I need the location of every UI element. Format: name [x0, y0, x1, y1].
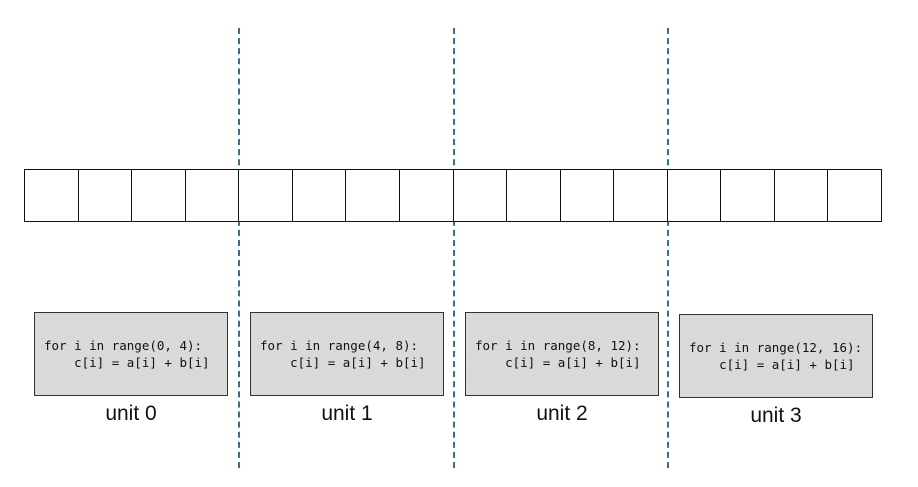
array-cell — [132, 170, 186, 221]
array-cell — [186, 170, 240, 221]
array-cell — [346, 170, 400, 221]
array-cell — [668, 170, 722, 221]
array-cell — [507, 170, 561, 221]
unit-0-label: unit 0 — [105, 402, 157, 425]
unit-3-label: unit 3 — [750, 404, 802, 427]
unit-3-code-line-1: for i in range(12, 16): — [689, 340, 863, 355]
unit-0-code-line-1: for i in range(0, 4): — [44, 338, 203, 353]
array-cell — [614, 170, 668, 221]
array-cell — [25, 170, 79, 221]
unit-1-label: unit 1 — [321, 402, 373, 425]
unit-1-code-line-1: for i in range(4, 8): — [260, 338, 419, 353]
unit-2-label: unit 2 — [536, 402, 588, 425]
array-cell — [775, 170, 829, 221]
array-cell — [454, 170, 508, 221]
array-cell — [400, 170, 454, 221]
unit-0-code-box: for i in range(0, 4): c[i] = a[i] + b[i] — [34, 312, 228, 396]
unit-divider-1 — [238, 28, 240, 468]
unit-1-code-line-2: c[i] = a[i] + b[i] — [260, 355, 426, 370]
array-cell — [239, 170, 293, 221]
unit-2-code-box: for i in range(8, 12): c[i] = a[i] + b[i… — [465, 312, 659, 396]
unit-divider-3 — [667, 28, 669, 468]
array-cell — [828, 170, 881, 221]
array-strip — [24, 169, 882, 222]
array-cell — [293, 170, 347, 221]
unit-0-code-line-2: c[i] = a[i] + b[i] — [44, 355, 210, 370]
unit-divider-2 — [453, 28, 455, 468]
unit-3-code-line-2: c[i] = a[i] + b[i] — [689, 357, 855, 372]
array-cell — [79, 170, 133, 221]
unit-2-code-line-1: for i in range(8, 12): — [475, 338, 641, 353]
unit-2-code-line-2: c[i] = a[i] + b[i] — [475, 355, 641, 370]
unit-3-code-box: for i in range(12, 16): c[i] = a[i] + b[… — [679, 314, 873, 398]
array-cell — [721, 170, 775, 221]
unit-1-code-box: for i in range(4, 8): c[i] = a[i] + b[i] — [250, 312, 444, 396]
array-cell — [561, 170, 615, 221]
